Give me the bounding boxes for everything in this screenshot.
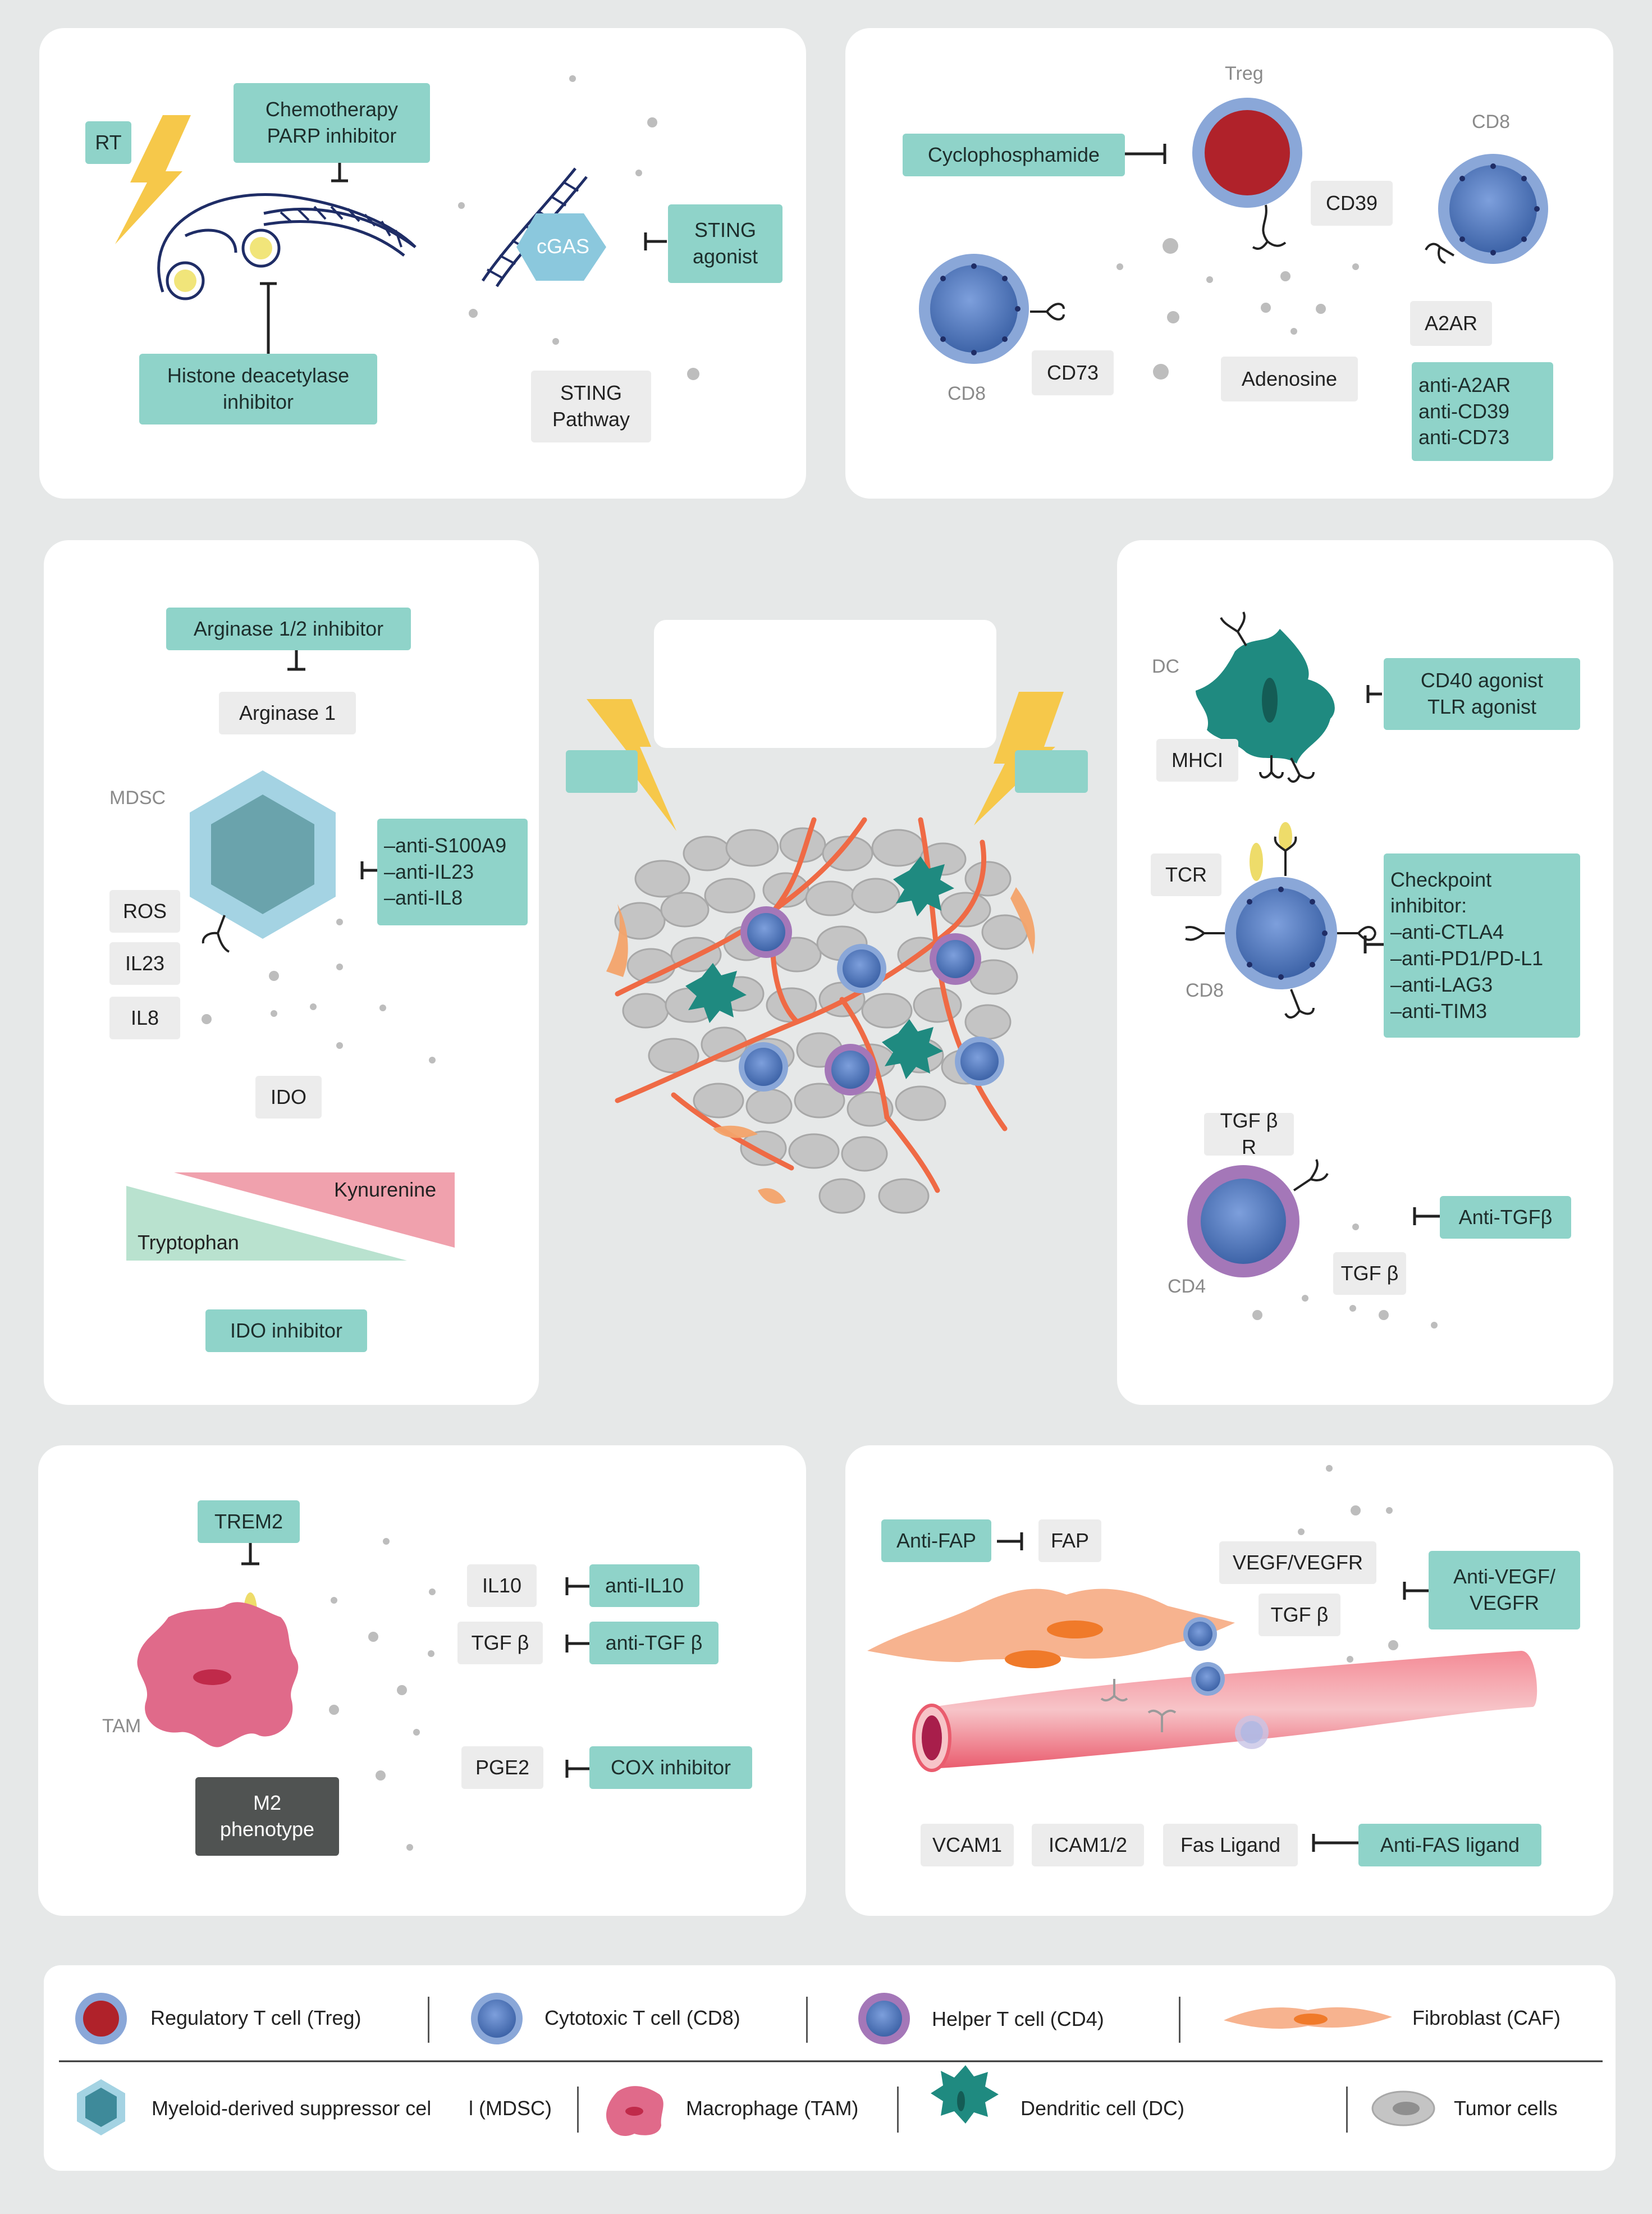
ido-label: IDO	[255, 1076, 322, 1119]
hdac-inhibitor-label: Histone deacetylase inhibitor	[139, 354, 377, 424]
checkpoint-inhibitor-label: Checkpoint inhibitor: –anti-CTLA4 –anti-…	[1384, 853, 1580, 1038]
cyclophosphamide-label: Cyclophosphamide	[903, 134, 1125, 176]
cd8-cell-icon-right	[1425, 154, 1548, 264]
legend-divider	[806, 1997, 808, 2043]
legend-cd8-label: Cytotoxic T cell (CD8)	[544, 2006, 740, 2029]
mhci-label: MHCI	[1156, 739, 1238, 782]
vegf-vegfr-label: VEGF/VEGFR	[1219, 1541, 1376, 1584]
kynurenine-label: Kynurenine	[334, 1178, 437, 1201]
chemotherapy-parp-label: Chemotherapy PARP inhibitor	[234, 83, 430, 163]
legend-divider	[1179, 1997, 1180, 2043]
cd8-caption-left: CD8	[948, 383, 986, 404]
legend-divider	[897, 2087, 899, 2133]
blood-vessel-icon	[932, 1651, 1537, 1769]
rt-lightning-icon	[115, 115, 191, 244]
cox-inhibitor-label: COX inhibitor	[589, 1746, 752, 1789]
sbrt-label	[566, 750, 638, 793]
ldrt-label	[1015, 750, 1088, 793]
ros-label: ROS	[109, 890, 180, 933]
anti-s100a9-il23-il8-label: –anti-S100A9 –anti-IL23 –anti-IL8	[377, 819, 528, 925]
legend-cd4-icon	[858, 1993, 910, 2044]
il10-label: IL10	[467, 1564, 537, 1607]
treg-caption: Treg	[1225, 63, 1264, 84]
legend-treg-label: Regulatory T cell (Treg)	[150, 2006, 361, 2029]
kynurenine-wedge	[174, 1172, 455, 1248]
legend-divider	[428, 1997, 429, 2043]
cd4-caption: CD4	[1168, 1276, 1206, 1297]
il8-label: IL8	[109, 997, 180, 1039]
mdsc-caption: MDSC	[109, 787, 166, 809]
tryptophan-label: Tryptophan	[138, 1231, 239, 1254]
cd40-tlr-agonist-label: CD40 agonist TLR agonist	[1384, 658, 1580, 730]
sting-agonist-label: STING agonist	[668, 204, 782, 283]
cd39-label: CD39	[1311, 181, 1393, 226]
tryptophan-wedge	[126, 1186, 407, 1261]
legend-caf-label: Fibroblast (CAF)	[1412, 2006, 1561, 2029]
tumor-mass	[614, 827, 1028, 1214]
tumor-cd8-cells	[739, 944, 1004, 1092]
legend-dc-label: Dendritic cell (DC)	[1021, 2097, 1185, 2120]
cgas-label: cGAS	[537, 235, 590, 258]
cd8-caption: CD8	[1186, 980, 1224, 1001]
sting-pathway-label: STING Pathway	[531, 371, 651, 442]
ido-inhibitor-label: IDO inhibitor	[205, 1309, 367, 1352]
legend-tumor-label: Tumor cells	[1454, 2097, 1558, 2120]
legend-treg-icon	[75, 1993, 127, 2044]
fap-label: FAP	[1038, 1519, 1101, 1562]
arginase-label: Arginase 1	[219, 692, 356, 734]
legend-divider	[1346, 2087, 1348, 2133]
legend-tam-label: Macrophage (TAM)	[686, 2097, 859, 2120]
tumor-cd4-cells	[740, 906, 981, 1095]
tgfb-label-tam: TGF β	[457, 1622, 543, 1664]
pge2-label: PGE2	[461, 1746, 543, 1789]
legend-tam-icon	[606, 2086, 663, 2137]
anti-fap-label: Anti-FAP	[881, 1519, 991, 1562]
legend-dc-icon	[931, 2065, 999, 2124]
tumor-dc-cells	[685, 856, 954, 1079]
legend-mdsc-icon	[77, 2079, 125, 2135]
tgfb-receptor-label: TGF β R	[1204, 1109, 1294, 1158]
legend-cd8-icon	[471, 1993, 523, 2044]
tgfb-label: TGF β	[1333, 1252, 1406, 1295]
anti-il10-label: anti-IL10	[589, 1564, 699, 1607]
cd73-label: CD73	[1032, 350, 1114, 395]
cd8-caption-right: CD8	[1472, 111, 1511, 133]
legend-cd4-label: Helper T cell (CD4)	[932, 2007, 1104, 2030]
dc-caption: DC	[1152, 656, 1180, 677]
a2ar-label: A2AR	[1410, 301, 1492, 346]
anti-fas-ligand-label: Anti-FAS ligand	[1358, 1824, 1541, 1866]
hot-tumor-title	[654, 620, 996, 748]
cd4-cell-icon	[1187, 1159, 1329, 1277]
panel-legend	[44, 1965, 1616, 2171]
vcam1-label: VCAM1	[921, 1824, 1014, 1866]
legend-tumor-icon	[1371, 2090, 1435, 2126]
anti-vegf-label: Anti-VEGF/ VEGFR	[1429, 1551, 1580, 1629]
cd8-tcr-cell-icon	[1185, 822, 1376, 1019]
il23-label: IL23	[109, 942, 180, 985]
anti-tgfb-label: Anti-TGFβ	[1440, 1196, 1571, 1239]
trem2-label: TREM2	[198, 1500, 300, 1543]
icam-label: ICAM1/2	[1032, 1824, 1144, 1866]
cd8-cell-icon-left	[919, 254, 1065, 364]
anti-a2ar-cd39-cd73-label: anti-A2AR anti-CD39 anti-CD73	[1412, 362, 1553, 461]
treg-cell-icon	[1192, 98, 1302, 250]
fas-ligand-label: Fas Ligand	[1163, 1824, 1298, 1866]
anti-tgfb-label-tam: anti-TGF β	[589, 1622, 719, 1664]
adenosine-label: Adenosine	[1221, 357, 1358, 401]
m2-phenotype-label: M2 phenotype	[195, 1777, 339, 1856]
tam-caption: TAM	[102, 1715, 141, 1737]
tcr-label: TCR	[1151, 853, 1221, 896]
legend-divider	[577, 2087, 579, 2133]
cgas-hexagon	[516, 213, 606, 281]
arginase-inhibitor-label: Arginase 1/2 inhibitor	[166, 608, 411, 650]
legend-mdsc-label: Myeloid-derived suppressor cel	[152, 2097, 432, 2120]
rt-label: RT	[85, 121, 131, 164]
legend-caf-icon	[1224, 2007, 1392, 2029]
legend-mdsc-label-tail: l (MDSC)	[469, 2097, 552, 2120]
tgfb-label-vessel: TGF β	[1259, 1594, 1340, 1636]
